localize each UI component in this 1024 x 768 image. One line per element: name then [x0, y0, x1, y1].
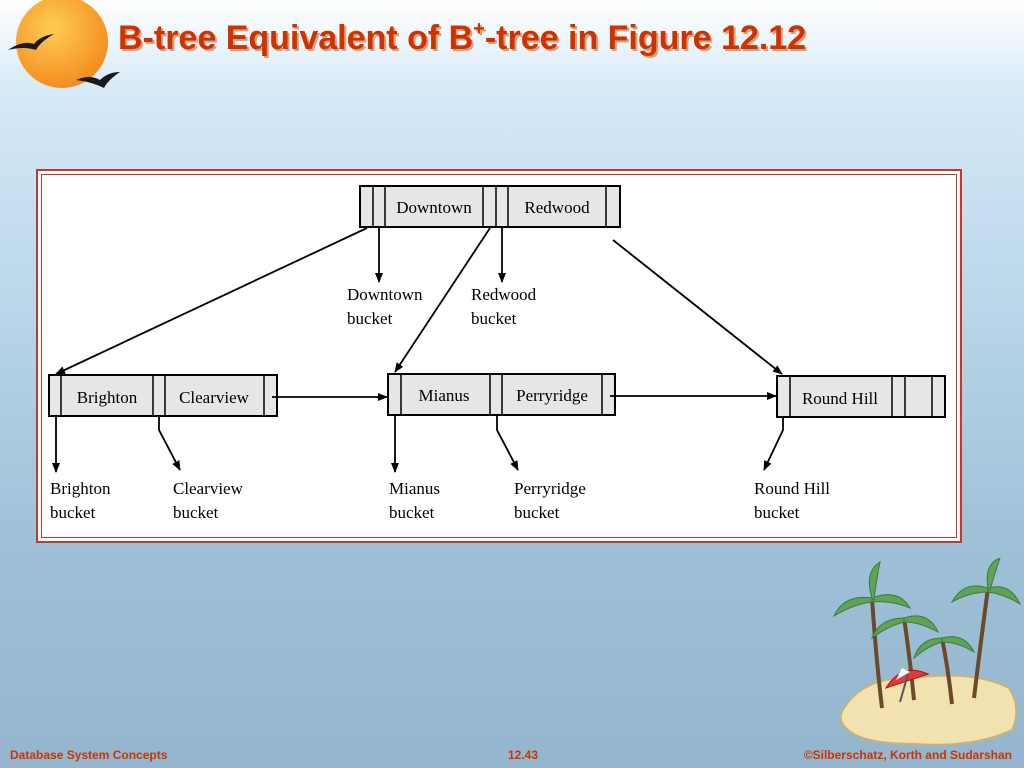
bucket-redwood-line2: bucket — [471, 309, 517, 328]
root-arrows — [55, 227, 783, 375]
arrow-to-perryridge-bucket — [496, 415, 519, 471]
beach-umbrella-icon — [884, 668, 930, 703]
bucket-clearview-line2: bucket — [173, 503, 219, 522]
root-key-downtown: Downtown — [396, 198, 472, 217]
bucket-clearview-line1: Clearview — [173, 479, 244, 498]
bucket-perryridge-line1: Perryridge — [514, 479, 586, 498]
bucket-mianus-line1: Mianus — [389, 479, 440, 498]
footer-copyright: ©Silberschatz, Korth and Sudarshan — [803, 748, 1012, 762]
bird-icon — [8, 34, 54, 50]
leaf-key-mianus: Mianus — [419, 386, 470, 405]
palm-island-illustration — [832, 558, 1022, 746]
sun-birds-logo — [8, 0, 120, 88]
leaf-sibling-arrows — [272, 392, 777, 401]
root-key-redwood: Redwood — [524, 198, 590, 217]
bucket-labels: Downtown bucket Redwood bucket Brighton … — [50, 285, 830, 522]
leaf-key-perryridge: Perryridge — [516, 386, 588, 405]
palm-leaves-icon — [832, 558, 1022, 660]
bucket-mianus-line2: bucket — [389, 503, 435, 522]
slide-title: B-tree Equivalent of B+-tree in Figure 1… — [118, 18, 807, 57]
leaf-key-brighton: Brighton — [77, 388, 138, 407]
sun-icon — [16, 0, 108, 88]
bucket-roundhill-line2: bucket — [754, 503, 800, 522]
bucket-downtown-line1: Downtown — [347, 285, 423, 304]
bird-icon — [76, 72, 120, 88]
bucket-brighton-line1: Brighton — [50, 479, 111, 498]
leaf-key-round-hill: Round Hill — [802, 389, 878, 408]
sand-island-icon — [839, 674, 1018, 746]
palm-tree-icon — [870, 587, 990, 709]
footer-left: Database System Concepts — [10, 748, 168, 762]
figure-inner-border — [41, 174, 957, 538]
arrow-root-to-right-leaf — [612, 239, 783, 375]
figure-frame — [36, 169, 962, 543]
leaf-node-middle: Mianus Perryridge — [387, 373, 616, 416]
bucket-arrows — [52, 415, 784, 473]
leaf-key-clearview: Clearview — [179, 388, 250, 407]
footer-page-number: 12.43 — [508, 748, 539, 762]
bucket-brighton-line2: bucket — [50, 503, 96, 522]
leaf-node-left: Brighton Clearview — [48, 374, 278, 417]
arrow-root-to-middle-leaf — [394, 227, 491, 373]
leaf-node-right: Round Hill — [776, 375, 946, 418]
root-node: Downtown Redwood — [359, 185, 621, 228]
bucket-downtown-line2: bucket — [347, 309, 393, 328]
arrow-to-roundhill-bucket — [763, 417, 784, 471]
bucket-perryridge-line2: bucket — [514, 503, 560, 522]
bucket-redwood-line1: Redwood — [471, 285, 537, 304]
bucket-roundhill-line1: Round Hill — [754, 479, 830, 498]
arrow-to-clearview-bucket — [158, 416, 181, 471]
arrow-root-to-left-leaf — [55, 227, 368, 375]
